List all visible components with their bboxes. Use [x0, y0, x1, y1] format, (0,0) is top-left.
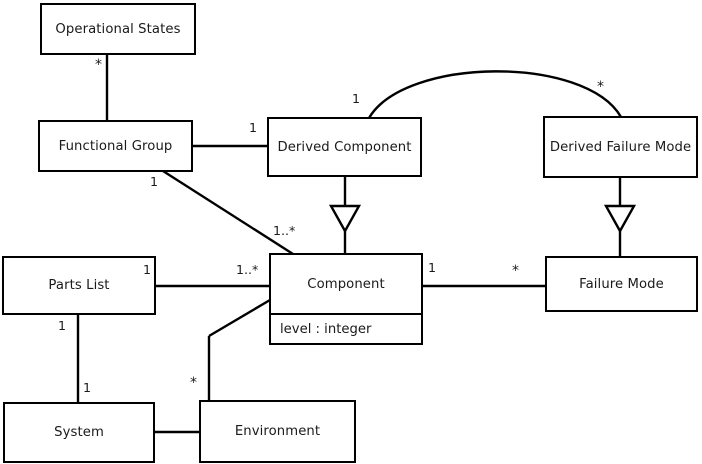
- multiplicity-system-partslist: 1: [83, 380, 92, 395]
- class-name-operational-states: Operational States: [55, 21, 181, 37]
- class-name-derived-failure-mode: Derived Failure Mode: [549, 139, 692, 155]
- assoc-dc-dfm-arc: [367, 70, 623, 119]
- class-box-operational-states[interactable]: Operational States: [40, 3, 196, 55]
- multiplicity-functionalgroup-derivedcomponent: 1: [249, 120, 258, 135]
- class-attribute-level: level : integer: [271, 313, 421, 343]
- multiplicity-environment-component: *: [190, 375, 197, 391]
- multiplicity-component-functionalgroup: 1..*: [273, 223, 296, 238]
- class-box-system[interactable]: System: [3, 402, 155, 463]
- class-box-component[interactable]: Component level : integer: [269, 253, 423, 345]
- class-box-derived-failure-mode[interactable]: Derived Failure Mode: [543, 116, 698, 178]
- multiplicity-derivedfailuremode-arc: *: [597, 79, 604, 95]
- class-name-failure-mode: Failure Mode: [579, 276, 664, 292]
- class-box-failure-mode[interactable]: Failure Mode: [545, 256, 698, 312]
- class-box-environment[interactable]: Environment: [199, 400, 356, 463]
- class-name-environment: Environment: [234, 424, 321, 439]
- class-name-derived-component: Derived Component: [277, 139, 412, 155]
- multiplicity-partslist-component: 1: [143, 262, 152, 277]
- generalization-triangle-icon: [328, 204, 362, 234]
- class-name-functional-group: Functional Group: [58, 138, 173, 154]
- class-name-parts-list: Parts List: [48, 278, 110, 293]
- multiplicity-opstates-functionalgroup: *: [95, 57, 102, 73]
- generalization-triangle-icon: [603, 204, 637, 234]
- multiplicity-functionalgroup-component: 1: [150, 174, 159, 189]
- class-name-component: Component: [307, 276, 385, 292]
- assoc-environment-component-diagonal: [208, 298, 271, 338]
- class-name-system: System: [54, 425, 104, 440]
- class-box-functional-group[interactable]: Functional Group: [38, 120, 193, 172]
- multiplicity-derivedcomponent-arc: 1: [352, 91, 361, 106]
- multiplicity-partslist-system: 1: [58, 318, 67, 333]
- multiplicity-component-failuremode: 1: [428, 260, 437, 275]
- multiplicity-component-partslist: 1..*: [236, 262, 259, 277]
- class-box-derived-component[interactable]: Derived Component: [267, 117, 422, 177]
- class-box-parts-list[interactable]: Parts List: [2, 256, 156, 315]
- assoc-fg-component: [162, 169, 294, 256]
- multiplicity-failuremode-component: *: [512, 263, 519, 279]
